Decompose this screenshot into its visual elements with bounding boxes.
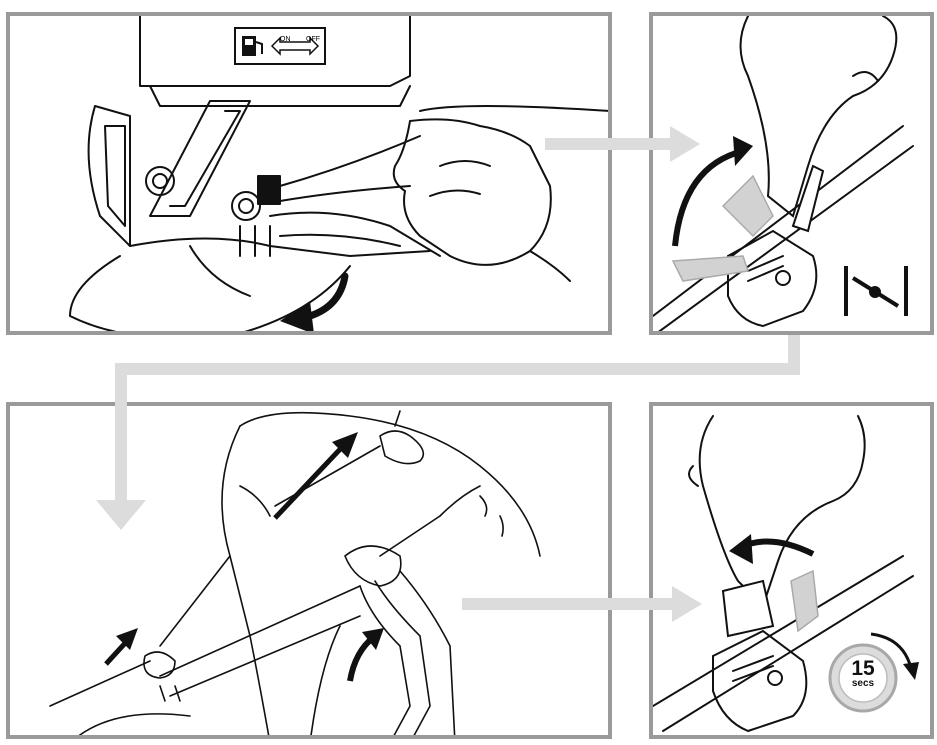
- timer-icon: [828, 632, 919, 713]
- panel-choke-off: 15 secs: [649, 402, 934, 739]
- fuel-on-label: ON: [280, 36, 291, 43]
- pull-arrow-small: [104, 628, 138, 666]
- fuel-off-label: OFF: [306, 36, 320, 43]
- choke-release-illustration: [653, 415, 919, 733]
- panel-choke-on: [649, 12, 934, 335]
- timer-value: 15: [851, 657, 875, 680]
- lift-arrow: [347, 628, 384, 682]
- panel-pull-starter: [6, 402, 612, 739]
- fuel-pump-icon: [242, 36, 263, 56]
- pull-starter-illustration: [49, 410, 541, 735]
- fuel-valve-labels: ON OFF: [280, 36, 320, 43]
- choke-icon: [844, 266, 908, 316]
- timer-unit: secs: [851, 678, 875, 689]
- panel-fuel-valve: ON OFF: [6, 12, 612, 335]
- pull-arrow: [273, 432, 358, 520]
- rotate-arrow-icon: [280, 272, 349, 331]
- timer-label: 15 secs: [839, 658, 887, 689]
- fuel-label-plate: [234, 27, 326, 65]
- engine-illustration: [69, 16, 608, 331]
- choke-illustration: [653, 16, 914, 331]
